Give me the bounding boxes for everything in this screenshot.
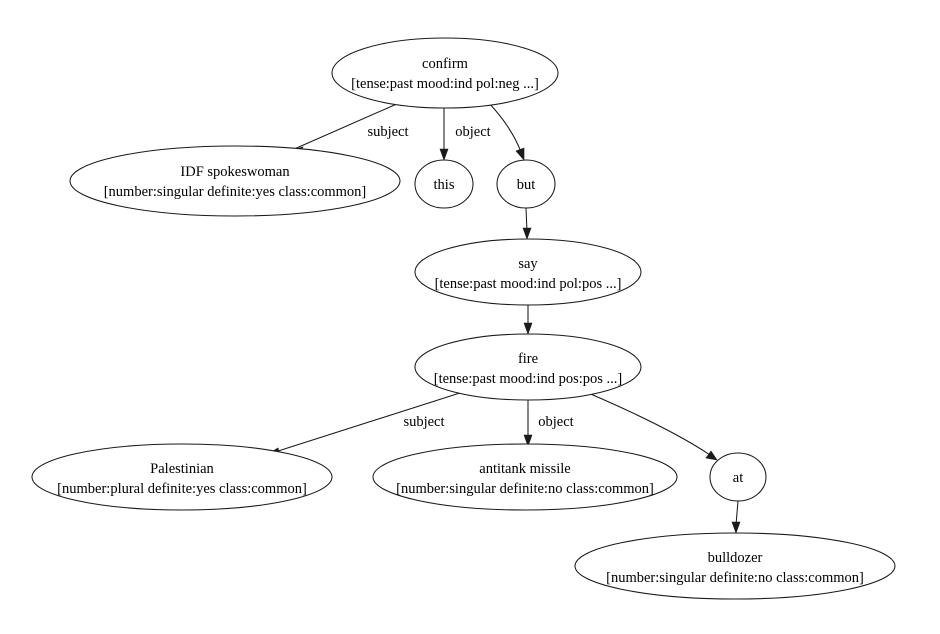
node-shape[interactable] [331,37,559,109]
node-title: IDF spokeswoman [180,164,290,180]
arrowhead-icon [523,434,533,447]
node-shape[interactable] [496,159,556,209]
node-shape[interactable] [574,532,896,600]
arrowhead-icon [705,450,718,461]
edge-line [735,500,739,526]
node-shape[interactable] [372,443,678,511]
edge-but-say [522,207,532,240]
node-shape[interactable] [709,452,767,502]
node-fire[interactable]: fire [tense:past mood:ind pos:pos ...] [414,333,642,401]
node-shape[interactable] [69,145,401,217]
node-title: say [518,256,538,272]
edge-at-bulldozer [731,500,741,534]
node-title: but [517,177,536,193]
node-features: [tense:past mood:ind pol:neg ...] [351,76,539,92]
arrowhead-icon [522,227,532,240]
node-title: bulldozer [708,550,763,566]
node-title: this [434,177,455,193]
node-say[interactable]: say [tense:past mood:ind pol:pos ...] [414,238,642,306]
edge-label-confirm-object: object [455,124,490,140]
edge-label-confirm-subject: subject [367,124,408,140]
node-shape[interactable] [414,238,642,306]
edge-say-fire [523,305,533,335]
edge-confirm-but [488,102,525,161]
node-features: [number:singular definite:no class:commo… [396,481,654,497]
edge-line [291,102,400,151]
edge-line [274,391,464,453]
edge-fire-at [585,391,718,461]
arrowhead-icon [731,521,741,534]
arrowhead-icon [439,148,449,161]
arrowhead-icon [515,147,525,161]
node-shape[interactable] [414,159,474,209]
node-palestinian[interactable]: Palestinian [number:plural definite:yes … [31,443,333,511]
node-features: [number:singular definite:yes class:comm… [104,184,367,200]
node-idf-spokeswoman[interactable]: IDF spokeswoman [number:singular definit… [69,145,401,217]
edge-confirm-object-this [439,108,449,161]
node-title: fire [518,351,538,367]
node-title: confirm [422,56,469,72]
node-at[interactable]: at [709,452,767,502]
node-features: [tense:past mood:ind pos:pos ...] [434,371,623,387]
node-confirm[interactable]: confirm [tense:past mood:ind pol:neg ...… [331,37,559,109]
edge-label-fire-subject: subject [403,414,444,430]
node-title: at [733,470,743,486]
node-features: [tense:past mood:ind pol:pos ...] [435,276,622,292]
nodes-layer: confirm [tense:past mood:ind pol:neg ...… [31,37,896,600]
node-features: [number:plural definite:yes class:common… [57,481,307,497]
edge-fire-object-antitank-missile [523,400,533,447]
edge-line [585,391,711,456]
node-but[interactable]: but [496,159,556,209]
node-bulldozer[interactable]: bulldozer [number:singular definite:no c… [574,532,896,600]
node-title: antitank missile [479,461,570,477]
node-shape[interactable] [414,333,642,401]
arrowhead-icon [523,322,533,335]
node-title: Palestinian [150,461,214,477]
edge-label-fire-object: object [538,414,573,430]
node-antitank-missile[interactable]: antitank missile [number:singular defini… [372,443,678,511]
edge-line [488,102,522,153]
node-this[interactable]: this [414,159,474,209]
node-features: [number:singular definite:no class:commo… [606,570,864,586]
edge-labels-layer: subject object subject object [367,124,573,430]
node-shape[interactable] [31,443,333,511]
